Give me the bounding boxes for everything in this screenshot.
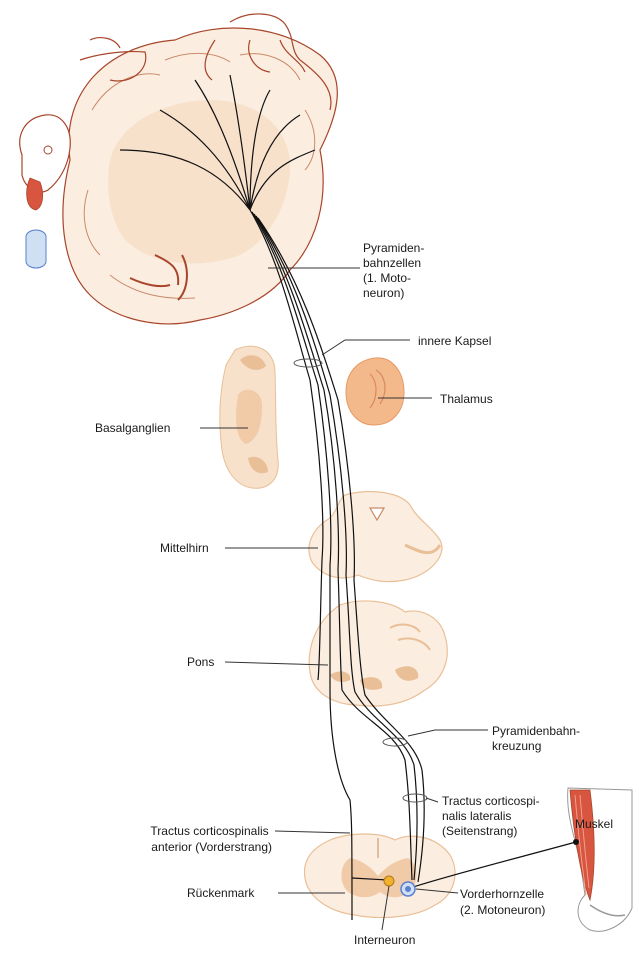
label-interneuron: Interneuron [354,933,415,947]
homunculus-larynx [26,230,46,268]
leg-muscle [568,788,632,931]
midbrain-shape [309,492,442,582]
thalamus [346,358,404,425]
label-pyramiden: Pyramiden- bahnzellen (1. Moto- neuron) [363,241,428,300]
label-pons: Pons [187,655,214,669]
midbrain [309,492,442,582]
leader-anterior [275,831,350,833]
leader-kreuzung [408,730,488,736]
label-tractus-lateralis: Tractus corticospi- nalis lateralis (Sei… [442,794,543,838]
interneuron-cell [384,876,394,886]
muscle-endplate [573,839,579,845]
muscle-belly [570,790,594,900]
label-tractus-anterior: Tractus corticospinalis anterior (Vorder… [150,824,272,854]
label-thalamus: Thalamus [440,392,493,406]
label-rueckenmark: Rückenmark [187,886,255,900]
label-muskel: Muskel [575,817,613,831]
spinal-cord [304,834,455,918]
vorderhornzelle-nucleus [405,886,411,892]
lateralis-ring [403,794,427,802]
innere-kapsel-ring [294,359,322,367]
basal-ganglia [220,346,278,488]
thalamus-shape [346,358,404,425]
label-mittelhirn: Mittelhirn [160,541,209,555]
homunculus-face [20,115,70,192]
leader-lateralis [426,798,438,802]
label-kreuzung: Pyramidenbahn- kreuzung [492,724,583,753]
homunculus-eye [44,146,52,154]
label-innere-kapsel: innere Kapsel [418,334,491,348]
label-basalganglien: Basalganglien [95,421,170,435]
leader-innere-kapsel [322,340,410,355]
homunculus-tongue [27,178,43,210]
label-vorderhornzelle: Vorderhornzelle (2. Motoneuron) [460,887,547,917]
